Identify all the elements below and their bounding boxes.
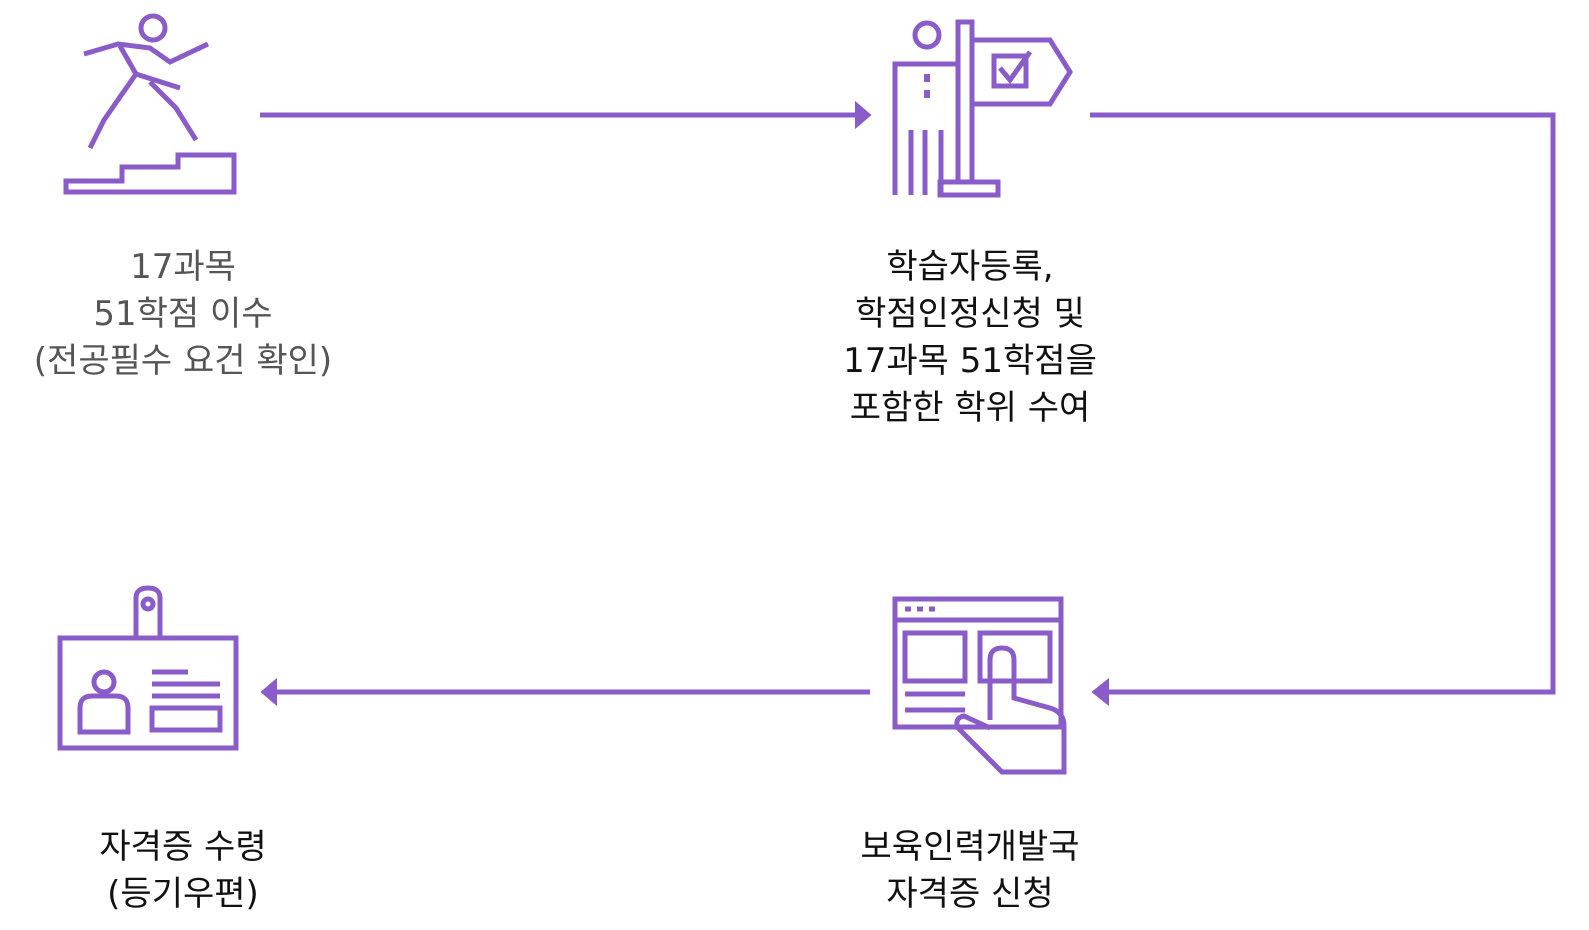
connector-step1-to-step2 (260, 100, 872, 130)
step-2-line-4: 포함한 학위 수여 (849, 388, 1091, 428)
step-3-line-1: 보육인력개발국 (860, 827, 1080, 867)
step-2-line-2: 학점인정신청 및 (855, 294, 1085, 334)
step-1-line-2: 51학점 이수 (93, 294, 273, 334)
step-4-line-2: (등기우편) (107, 874, 259, 914)
person-with-checkbox-flag-icon (892, 19, 1073, 198)
step-1-label: 17과목 51학점 이수 (전공필수 요건 확인) (0, 244, 366, 385)
connector-step2-to-step3 (1090, 112, 1556, 707)
running-up-stairs-icon (63, 13, 237, 195)
step-4-line-1: 자격증 수령 (99, 827, 267, 867)
step-3-line-2: 자격증 신청 (886, 874, 1054, 914)
id-card-badge-icon (57, 585, 239, 751)
touch-web-application-icon (892, 596, 1067, 775)
step-2-label: 학습자등록, 학점인정신청 및 17과목 51학점을 포함한 학위 수여 (780, 244, 1160, 432)
step-1-line-3: (전공필수 요건 확인) (33, 341, 333, 381)
step-3-label: 보육인력개발국 자격증 신청 (780, 824, 1160, 918)
connector-step3-to-step4 (260, 677, 870, 707)
step-2-line-1: 학습자등록, (886, 247, 1054, 287)
step-1-line-1: 17과목 (130, 247, 236, 287)
step-4-label: 자격증 수령 (등기우편) (0, 824, 366, 918)
step-2-line-3: 17과목 51학점을 (843, 341, 1097, 381)
